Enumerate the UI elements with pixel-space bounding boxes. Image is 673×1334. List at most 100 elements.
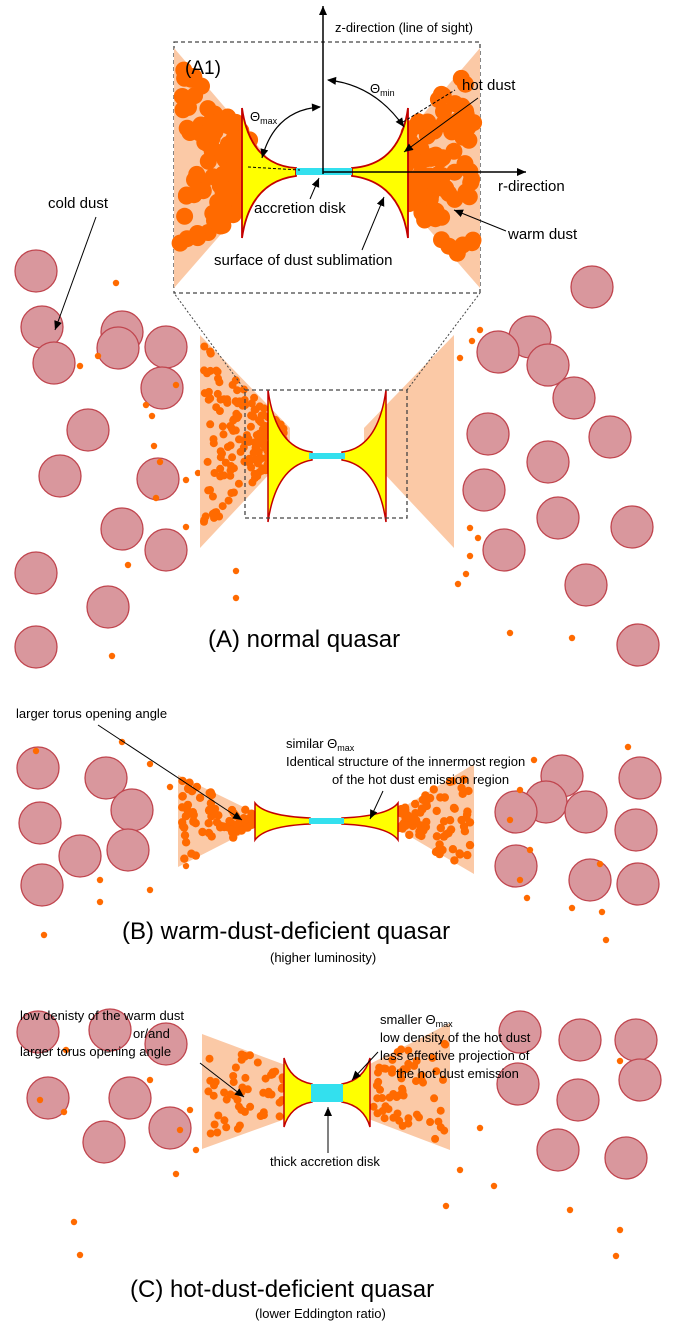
warm-dust-grain: [235, 1121, 244, 1130]
dust-grain: [182, 476, 190, 484]
warm-dust-grain: [239, 385, 248, 394]
cold-dust-cloud: [14, 625, 58, 669]
dust-grain: [456, 1166, 464, 1174]
panel-a-warm-dust: [200, 342, 288, 526]
sublimation-arrow: [361, 196, 385, 251]
cold-dust-cloud: [494, 844, 538, 888]
warm-dust-grain: [249, 448, 258, 457]
warm-dust-grain: [237, 1105, 246, 1114]
warm-dust-grain: [374, 1077, 383, 1086]
panel-b-note-right-2: Identical structure of the innermost reg…: [286, 754, 525, 769]
dust-grain: [182, 862, 190, 870]
warm-dust-grain: [229, 1078, 238, 1087]
dust-grain: [182, 523, 190, 531]
warm-dust-grain: [255, 429, 264, 438]
warm-dust-grain: [465, 840, 475, 850]
warm-dust-grain: [426, 1118, 435, 1126]
cold-dust-cloud: [14, 551, 58, 595]
cold-dust-cloud: [26, 1076, 70, 1120]
warm-dust-grain: [239, 443, 248, 452]
warm-dust-grain: [218, 449, 226, 458]
warm-dust-grain: [241, 805, 250, 814]
warm-dust-grain: [260, 404, 269, 413]
warm-dust-grain: [259, 1111, 268, 1120]
dust-grain: [70, 1218, 78, 1226]
dust-grain: [516, 786, 524, 794]
dust-grain: [506, 629, 514, 637]
warm-dust-grain: [404, 1114, 413, 1123]
warm-dust-grain: [417, 1071, 426, 1080]
cold-dust-cloud: [88, 1008, 132, 1052]
warm-dust-grain: [369, 1102, 378, 1111]
panel-b-hot-dust-right: [341, 800, 399, 843]
warm-dust-grain: [213, 367, 222, 376]
dust-grain: [568, 634, 576, 642]
warm-dust-grain: [411, 799, 420, 809]
warm-dust-grain: [448, 244, 466, 262]
warm-dust-grain: [404, 1046, 413, 1055]
warm-dust-grain: [455, 849, 464, 858]
warm-dust-grain: [227, 489, 236, 497]
warm-dust-grain: [389, 1113, 398, 1122]
cold-dust-cloud: [96, 326, 140, 370]
cold-dust-cloud: [564, 790, 608, 834]
dust-grain: [490, 1182, 498, 1190]
panel-c-note-bottom: thick accretion disk: [270, 1154, 380, 1169]
cold-dust-cloud: [140, 366, 184, 410]
warm-dust-grain: [204, 1087, 213, 1096]
theta-min-label: Θmin: [370, 81, 395, 98]
warm-dust-grain: [233, 1095, 242, 1104]
cold-dust-cloud: [38, 454, 82, 498]
panel-c-note-right-2: low density of the hot dust: [380, 1030, 531, 1045]
warm-dust-grain: [220, 1088, 229, 1097]
cold-dust-cloud: [610, 505, 654, 549]
warm-dust-grain: [181, 838, 191, 847]
warm-dust-grain: [206, 366, 215, 375]
warm-dust-grain: [402, 1065, 411, 1073]
dust-grain: [624, 743, 632, 751]
warm-dust-grain: [445, 816, 455, 825]
panel-c-note-right-1: smaller Θmax: [380, 1012, 453, 1029]
cold-dust-cloud: [526, 440, 570, 484]
dust-grain: [232, 594, 240, 602]
cold-dust-cloud: [32, 341, 76, 385]
panel-a-title: (A) normal quasar: [208, 626, 400, 653]
warm-dust-grain: [183, 784, 193, 793]
dust-grain: [476, 326, 484, 334]
dust-grain: [530, 756, 538, 764]
panel-a-cold-dust: [14, 249, 660, 669]
panel-a-zoom-box: [244, 389, 408, 519]
warm-dust-grain: [218, 502, 227, 511]
panel-c-note-left-3: larger torus opening angle: [20, 1044, 171, 1059]
warm-dust-grain: [206, 420, 215, 429]
cold-dust-cloud: [16, 746, 60, 790]
cold-dust-cloud: [588, 415, 632, 459]
warm-dust-grain: [177, 187, 195, 205]
warm-dust-grain: [247, 820, 257, 829]
warm-dust-grain: [392, 1093, 401, 1101]
dust-grain: [476, 1124, 484, 1132]
dust-grain: [456, 354, 464, 362]
warm-dust-grain: [178, 792, 187, 801]
warm-dust-grain: [261, 1074, 270, 1083]
cold-dust-cloud: [556, 1078, 600, 1122]
panel-b-cold-dust: [16, 746, 662, 907]
accretion-disk-arrow: [309, 177, 320, 200]
cold-dust-cloud: [614, 1018, 658, 1062]
warm-dust-grain: [216, 464, 225, 473]
dust-grain: [146, 760, 154, 768]
cold-dust-cloud: [108, 1076, 152, 1120]
panel-a1-hot-dust-right: [351, 107, 409, 239]
dust-grain: [602, 936, 610, 944]
warm-dust-grain: [210, 1120, 219, 1129]
warm-dust-grain: [419, 1078, 427, 1087]
warm-dust-grain: [204, 387, 213, 396]
warm-dust-grain: [256, 454, 265, 463]
warm-dust-grain: [264, 1090, 273, 1099]
warm-dust-grain: [180, 98, 197, 116]
cold-dust-cloud: [14, 249, 58, 293]
warm-dust-grain: [436, 823, 445, 833]
warm-dust-grain: [228, 176, 246, 194]
warm-dust-grain: [176, 207, 194, 225]
dust-grain: [166, 783, 174, 791]
